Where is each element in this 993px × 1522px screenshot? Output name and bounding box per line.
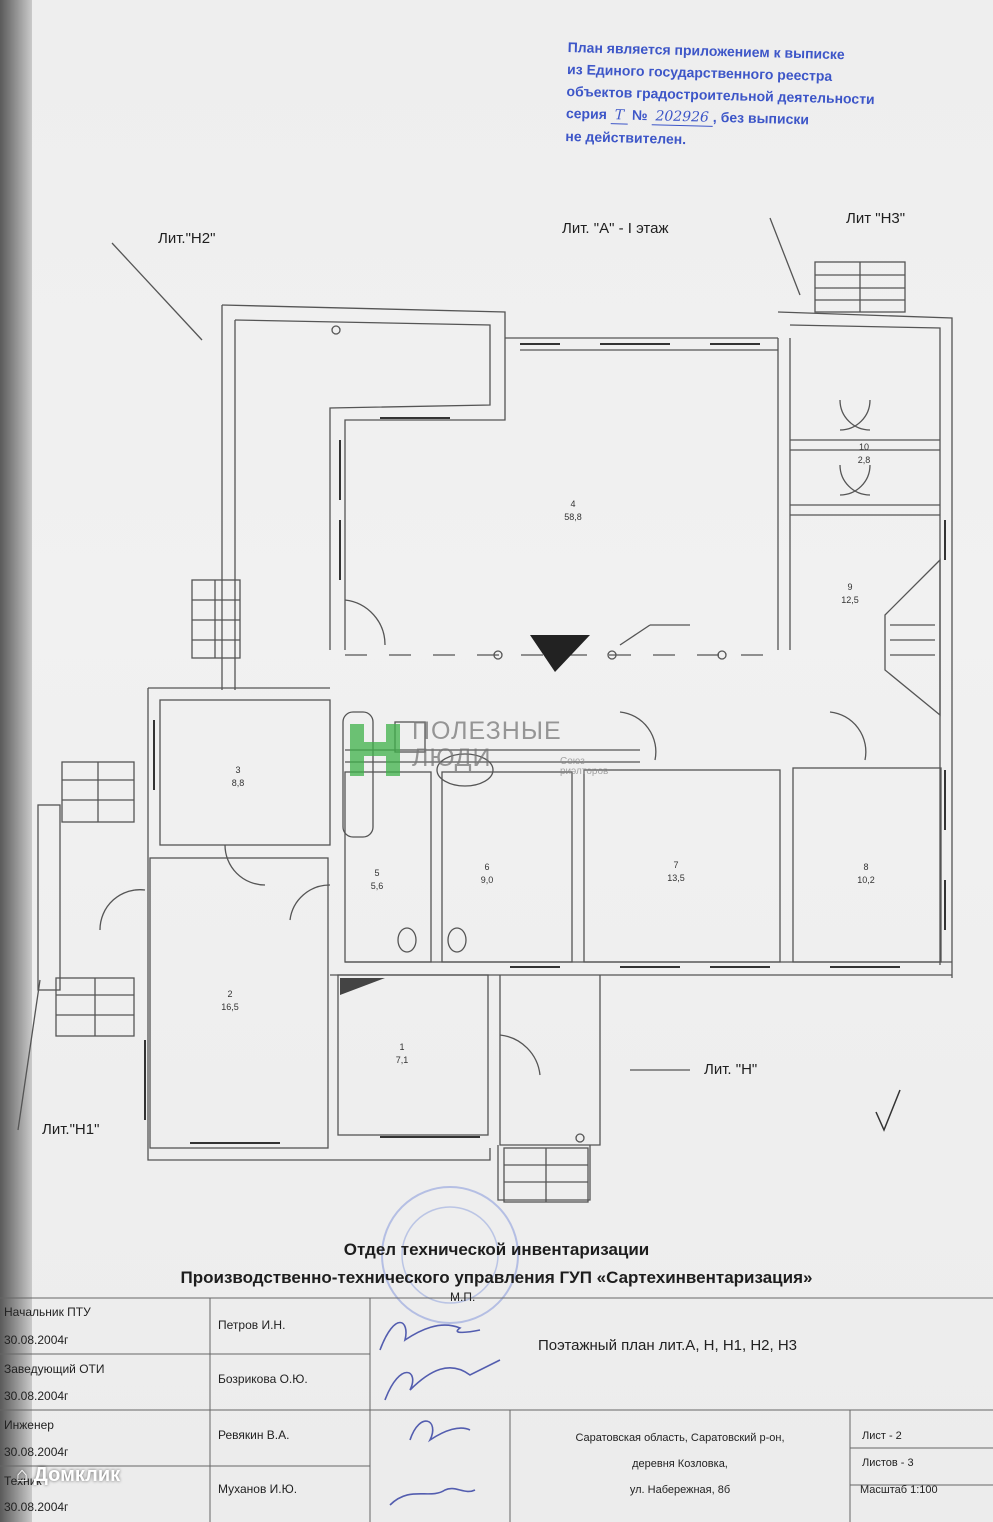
room-9-area: 12,5 (841, 595, 859, 605)
lit-h1-label: Лит."Н1" (42, 1121, 100, 1138)
brand-watermark: ПОЛЕЗНЫЕ ЛЮДИ Союз риэлторов (350, 718, 608, 781)
wall-h2-inner (234, 319, 491, 650)
lit-h2-label: Лит."Н2" (158, 230, 216, 247)
room-3-area: 8,8 (232, 778, 245, 788)
stair-h2 (191, 579, 241, 659)
sheet-number: Лист - 2 (862, 1430, 902, 1442)
room-6-walls (441, 771, 573, 963)
role-1: Начальник ПТУ (4, 1305, 91, 1319)
title-block-grid (0, 1297, 993, 1522)
room-5-walls (344, 771, 432, 963)
brand-line-2: ЛЮДИ (412, 744, 492, 772)
sheet-count: Листов - 3 (862, 1457, 914, 1469)
room-6-no: 6 (484, 862, 489, 872)
room-6-area: 9,0 (481, 875, 494, 885)
brand-sub-1: Союз (560, 756, 585, 767)
room-1-no: 1 (399, 1042, 404, 1052)
plan-title: Поэтажный план лит.А, Н, Н1, Н2, Н3 (538, 1337, 798, 1354)
stair-9 (884, 558, 941, 717)
name-3: Ревякин В.А. (218, 1428, 290, 1442)
room-7-area: 13,5 (667, 873, 685, 883)
brand-line-1: ПОЛЕЗНЫЕ (412, 717, 562, 745)
room-4-area: 58,8 (564, 512, 582, 522)
org-line-2: Производственно-технического управления … (180, 1268, 813, 1287)
role-3: Инженер (4, 1418, 54, 1432)
room-10-no: 10 (859, 442, 869, 452)
document-sheet (32, 0, 993, 1522)
date-3: 30.08.2004г (4, 1445, 69, 1459)
room-2-walls (149, 857, 329, 1149)
house-icon: ⌂ (16, 1464, 29, 1486)
name-2: Бозрикова О.Ю. (218, 1372, 308, 1386)
date-2: 30.08.2004г (4, 1389, 69, 1403)
room-1-walls (337, 974, 489, 1136)
room-3-walls (159, 699, 331, 846)
address-line-1: Саратовская область, Саратовский р-он, (575, 1432, 785, 1444)
date-4: 30.08.2004г (4, 1500, 69, 1514)
room-10-area: 2,8 (858, 455, 871, 465)
site-watermark-text: Домклик (33, 1464, 121, 1486)
date-1: 30.08.2004г (4, 1333, 69, 1347)
org-line-1: Отдел технической инвентаризации (343, 1240, 650, 1259)
room-5-no: 5 (374, 868, 379, 878)
room-2-area: 16,5 (221, 1002, 239, 1012)
brand-logo-icon (350, 724, 400, 776)
name-1: Петров И.Н. (218, 1318, 286, 1332)
room-7-walls (583, 769, 781, 963)
room-2-no: 2 (227, 989, 232, 999)
lit-h-label: Лит. "Н" (704, 1061, 758, 1078)
room-7-no: 7 (673, 860, 678, 870)
room-5-area: 5,6 (371, 881, 384, 891)
brand-sub-2: риэлторов (560, 766, 609, 777)
room-9-no: 9 (847, 582, 852, 592)
floor-title: Лит. "А" - I этаж (562, 220, 669, 237)
name-4: Муханов И.Ю. (218, 1482, 298, 1496)
lit-h3-label: Лит "Н3" (846, 210, 906, 227)
scale: Масштаб 1:100 (860, 1484, 938, 1496)
wall-h3-outer (777, 311, 953, 978)
role-4: Техник (4, 1474, 42, 1488)
room-8-area: 10,2 (857, 875, 875, 885)
address-line-3: ул. Набережная, 8б (629, 1484, 731, 1496)
wall-h2-outer (221, 304, 506, 650)
role-2: Заведующий ОТИ (4, 1362, 105, 1376)
room-8-no: 8 (863, 862, 868, 872)
room-1-area: 7,1 (396, 1055, 409, 1065)
room-4-no: 4 (570, 499, 575, 509)
room-3-no: 3 (235, 765, 240, 775)
wall-h3-inner (789, 324, 941, 965)
seal-place-label: М.П. (450, 1290, 476, 1304)
round-seal (381, 1186, 519, 1324)
address-line-2: деревня Козловка, (632, 1458, 728, 1470)
site-watermark: ⌂ Домклик (16, 1464, 120, 1487)
porch-h1 (37, 804, 61, 991)
